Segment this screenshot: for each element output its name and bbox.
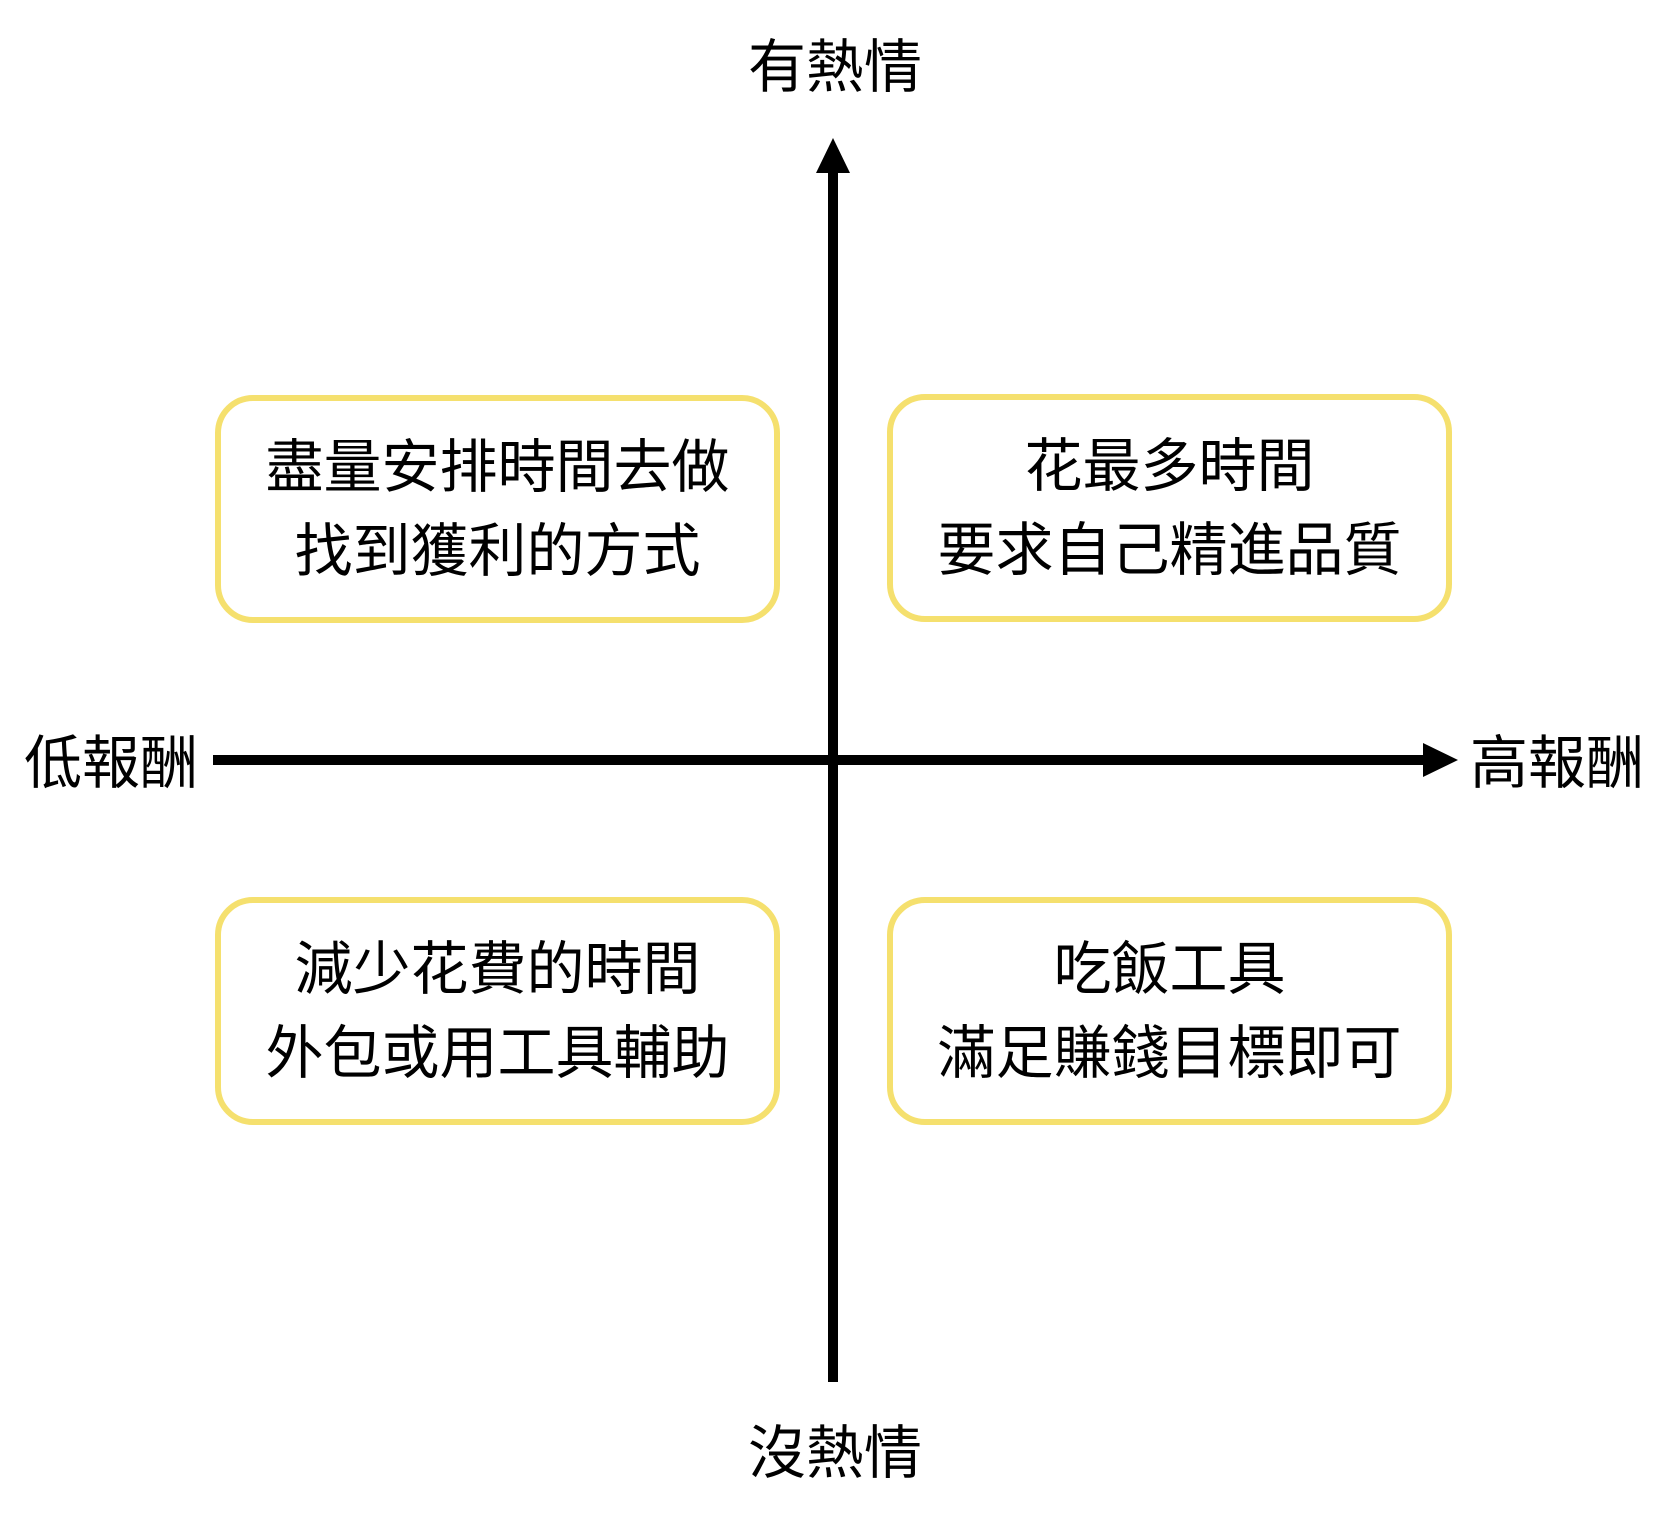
quadrant-box-bottom-left: 減少花費的時間 外包或用工具輔助 (215, 897, 780, 1125)
quadrant-text-line: 花最多時間 (1024, 431, 1315, 500)
quadrant-box-bottom-right: 吃飯工具 滿足賺錢目標即可 (887, 897, 1452, 1125)
axis-label-passion-high: 有熱情 (747, 33, 923, 101)
quadrant-text-line: 外包或用工具輔助 (265, 1019, 730, 1087)
axis-label-reward-high: 高報酬 (1470, 729, 1645, 797)
quadrant-text-line: 減少花費的時間 (294, 934, 701, 1003)
axis-label-passion-low: 沒熱情 (747, 1419, 923, 1487)
y-axis-arrow-up-icon (816, 138, 850, 173)
quadrant-text-line: 找到獲利的方式 (294, 517, 701, 585)
x-axis-arrow-right-icon (1423, 743, 1458, 777)
quadrant-box-top-left: 盡量安排時間去做 找到獲利的方式 (215, 395, 780, 623)
quadrant-text-line: 盡量安排時間去做 (265, 432, 730, 501)
quadrant-box-top-right: 花最多時間 要求自己精進品質 (887, 394, 1452, 622)
axis-label-reward-low: 低報酬 (24, 729, 199, 797)
y-axis-line (828, 168, 838, 1382)
quadrant-text-line: 吃飯工具 (1053, 934, 1286, 1003)
quadrant-text-line: 要求自己精進品質 (937, 516, 1402, 584)
quadrant-text-line: 滿足賺錢目標即可 (937, 1019, 1402, 1087)
x-axis-line (213, 755, 1424, 765)
